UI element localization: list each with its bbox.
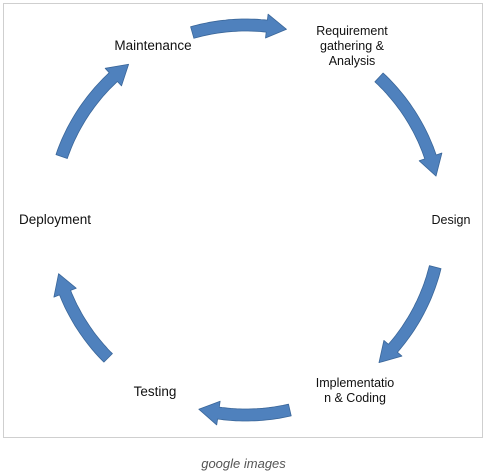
arrow-design-to-implementation bbox=[378, 265, 442, 363]
stage-design: Design bbox=[424, 213, 478, 228]
stage-implementation-line-2: n & Coding bbox=[324, 391, 386, 405]
stage-implementation-line-1: Implementatio bbox=[315, 376, 395, 390]
stage-testing: Testing bbox=[120, 384, 190, 399]
arrow-deployment-to-maintenance bbox=[55, 63, 129, 159]
arrow-maintenance-to-requirement bbox=[190, 13, 287, 39]
stage-implementation: Implementatio n & Coding bbox=[302, 376, 408, 406]
stage-testing-label: Testing bbox=[133, 384, 177, 399]
stage-requirement-line-3: Analysis bbox=[328, 54, 376, 68]
diagram-frame bbox=[3, 3, 483, 438]
stage-requirement-line-2: gathering & bbox=[320, 39, 384, 53]
stage-design-label: Design bbox=[431, 213, 471, 227]
stage-requirement-line-1: Requirement bbox=[316, 24, 388, 38]
cycle-arrows bbox=[53, 13, 443, 426]
stage-maintenance: Maintenance bbox=[105, 38, 201, 53]
image-caption: google images bbox=[201, 456, 286, 471]
stage-deployment: Deployment bbox=[8, 212, 102, 227]
stage-deployment-label: Deployment bbox=[18, 212, 92, 227]
stage-requirement-gathering: Requirement gathering & Analysis bbox=[300, 24, 404, 69]
arrow-requirement-to-design bbox=[374, 72, 443, 177]
arrow-testing-to-deployment bbox=[53, 273, 113, 363]
stage-maintenance-label: Maintenance bbox=[114, 38, 192, 53]
arrow-implementation-to-testing bbox=[198, 400, 292, 426]
